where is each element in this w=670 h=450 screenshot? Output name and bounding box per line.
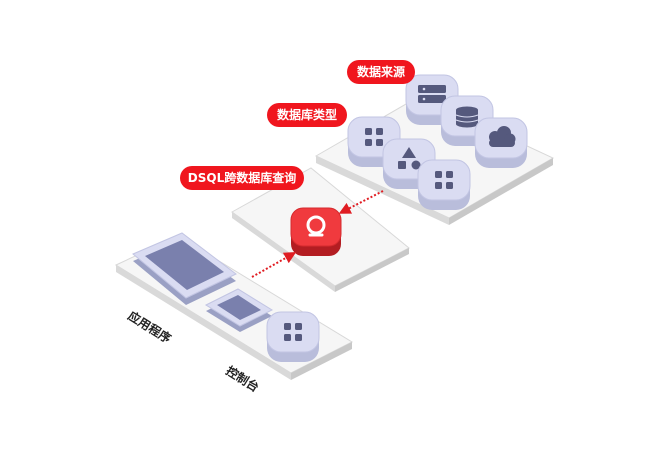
- grid-icon: [417, 159, 471, 210]
- arrow-app-to-query: [251, 252, 297, 278]
- tag-dsql: DSQL跨数据库查询: [180, 166, 304, 190]
- tag-data-source: 数据来源: [347, 60, 415, 84]
- tag-data-source-label: 数据来源: [357, 64, 405, 79]
- app-label: 应用程序: [125, 308, 174, 346]
- tablet-icon: [132, 232, 237, 305]
- tag-db-type: 数据库类型: [267, 103, 347, 127]
- tag-db-type-label: 数据库类型: [277, 107, 337, 122]
- phone-icon: [204, 288, 274, 332]
- arrow-source-to-query: [338, 190, 384, 214]
- grid-icon: [266, 311, 320, 362]
- console-label: 控制台: [223, 363, 261, 395]
- search-icon: [290, 207, 342, 256]
- tag-dsql-label: DSQL跨数据库查询: [188, 170, 296, 185]
- cloud-icon: [474, 117, 528, 168]
